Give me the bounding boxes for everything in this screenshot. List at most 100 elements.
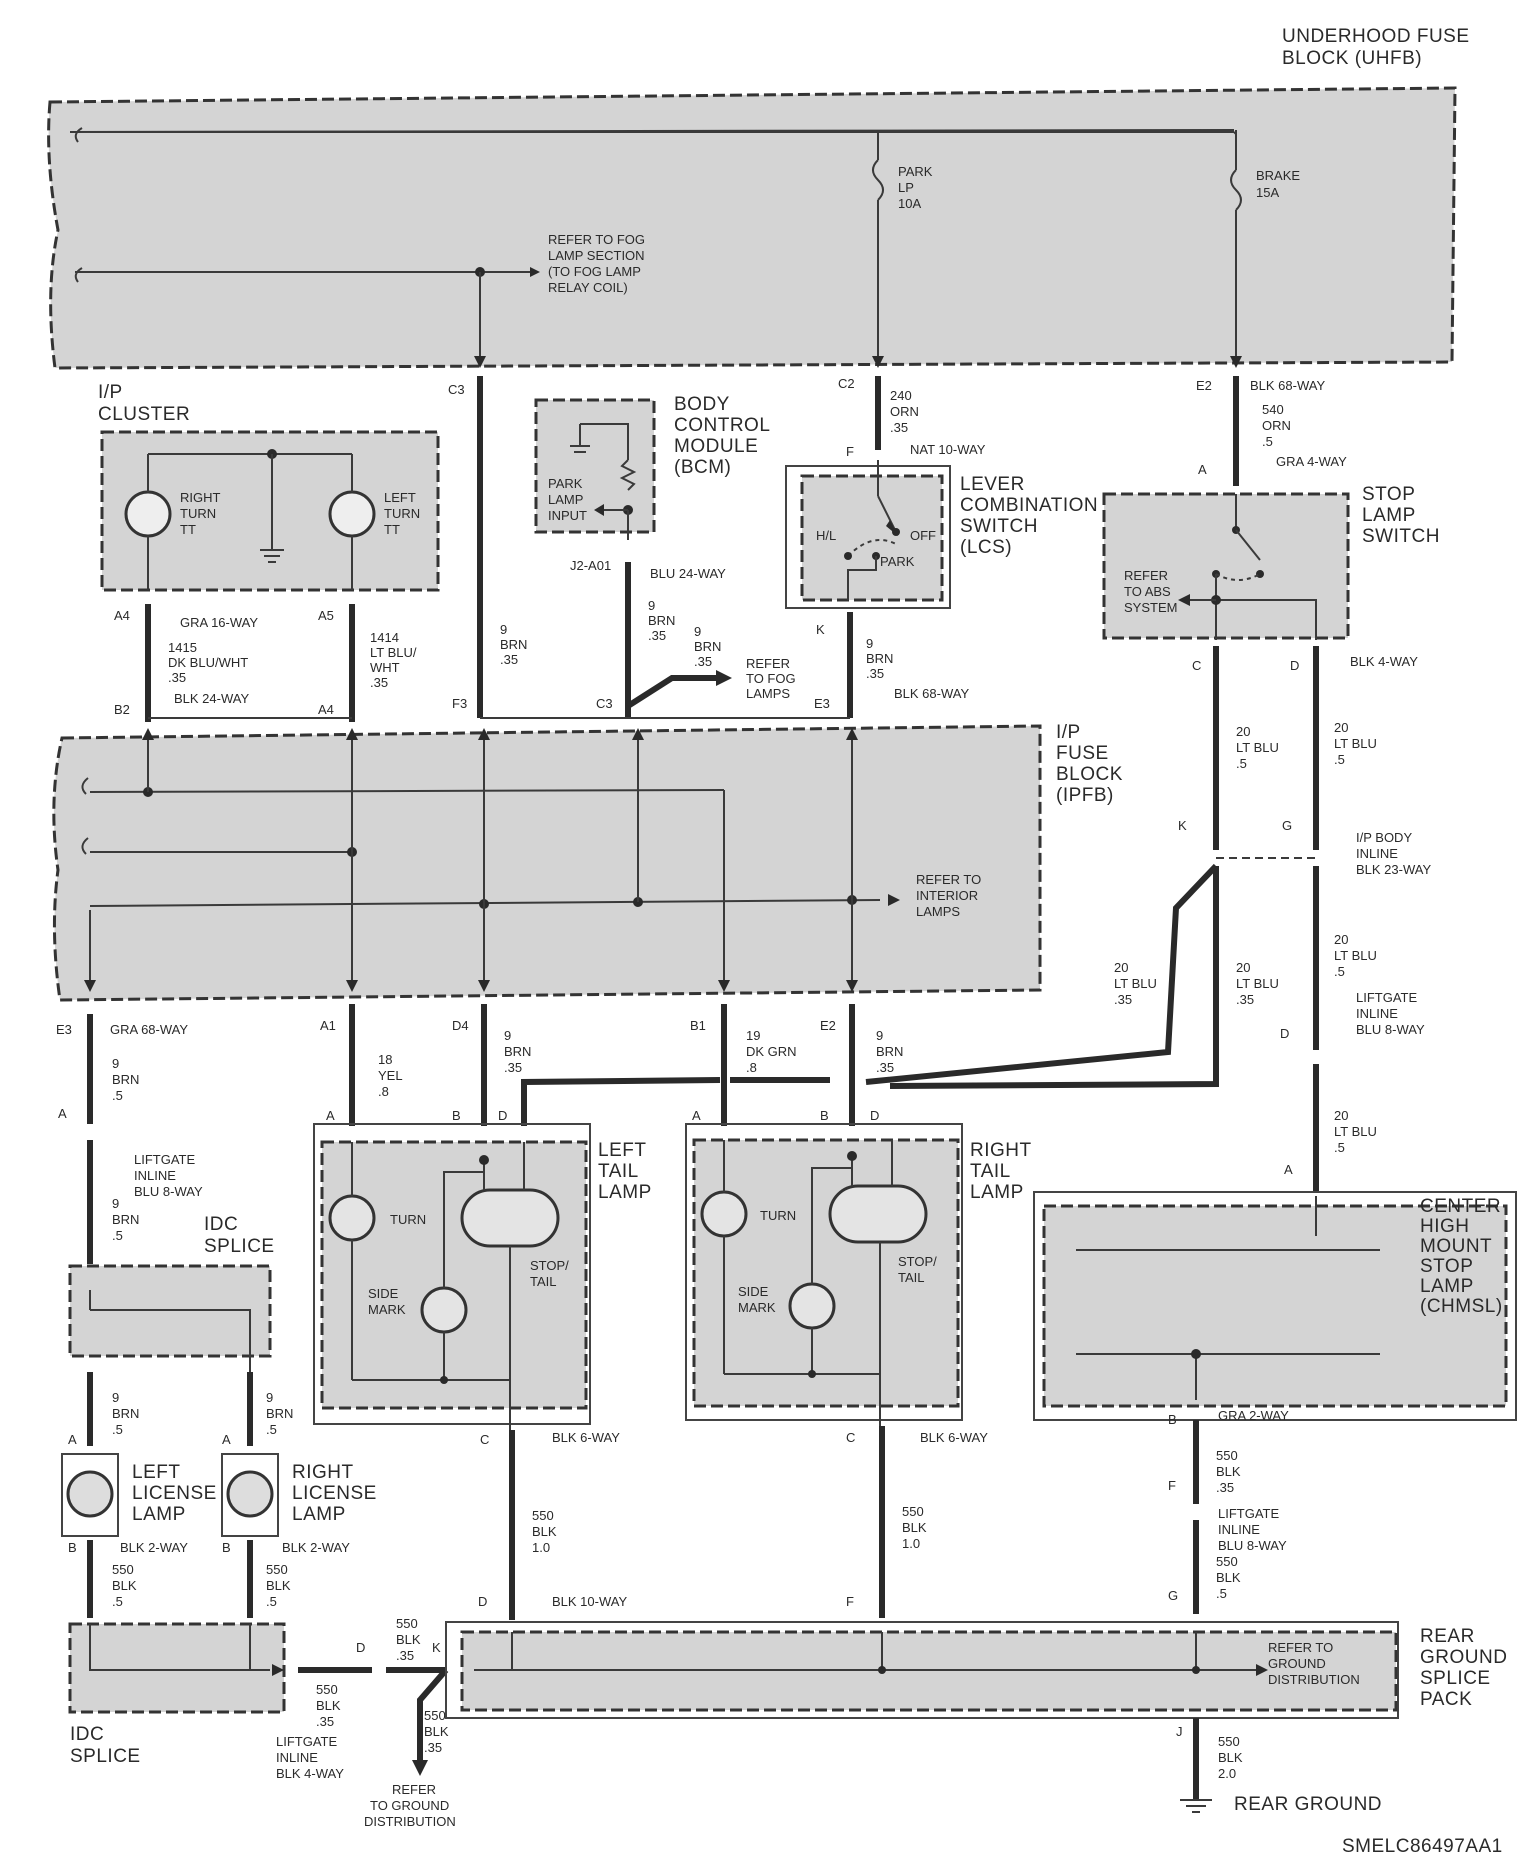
left-license-3: LAMP xyxy=(132,1504,186,1525)
lcs-label-1: LEVER xyxy=(960,474,1025,495)
w550-gnd-2: BLK xyxy=(1218,1750,1243,1765)
w9-lcs-2: BRN xyxy=(866,651,893,666)
w540-3: .5 xyxy=(1262,434,1273,449)
interior-ref-1: REFER TO xyxy=(916,872,981,887)
pin-lic-b-r: B xyxy=(222,1540,231,1555)
pin-lg-a: A xyxy=(58,1106,67,1121)
w18-1: 18 xyxy=(378,1052,392,1067)
liftgate-b-1: LIFTGATE xyxy=(1356,990,1417,1005)
left-turn-1: LEFT xyxy=(384,490,416,505)
liftgate-1: LIFTGATE xyxy=(134,1152,195,1167)
w1414-1: 1414 xyxy=(370,630,399,645)
pin-lt-d: D xyxy=(498,1108,507,1123)
w550-chm-2: BLK xyxy=(1216,1464,1241,1479)
gnd-ref2-3: DISTRIBUTION xyxy=(364,1814,456,1829)
conn-blk2-l: BLK 2-WAY xyxy=(120,1540,188,1555)
w550-down-2: BLK xyxy=(424,1724,449,1739)
w550-lic-r-3: .5 xyxy=(266,1594,277,1609)
pin-rt-c: C xyxy=(846,1430,855,1445)
w9-lcs-3: .35 xyxy=(866,666,884,681)
pin-lt-a: A xyxy=(326,1108,335,1123)
left-tail-2: TAIL xyxy=(598,1161,639,1182)
w240-3: .35 xyxy=(890,420,908,435)
left-license-bulb-icon xyxy=(66,1470,114,1518)
right-license-2: LICENSE xyxy=(292,1483,377,1504)
left-turn-2: TURN xyxy=(384,506,420,521)
w20-c-2: LT BLU xyxy=(1236,740,1279,755)
w19-2: DK GRN xyxy=(746,1044,797,1059)
w20-l35-1: 20 xyxy=(1114,960,1128,975)
pin-c3-top: C3 xyxy=(448,382,465,397)
right-tail-1: RIGHT xyxy=(970,1140,1032,1161)
pin-chmsl-b: B xyxy=(1168,1412,1177,1427)
chmsl-1: CENTER xyxy=(1420,1196,1501,1217)
rt-stop-2: TAIL xyxy=(898,1270,925,1285)
underhood-fuse-block: UNDERHOOD FUSE BLOCK (UHFB) PARK LP 10A … xyxy=(47,26,1469,370)
w19-1: 19 xyxy=(746,1028,760,1043)
w550-idc-2: BLK xyxy=(316,1698,341,1713)
w550-lg-3: .5 xyxy=(1216,1586,1227,1601)
bcm-label-4: (BCM) xyxy=(674,457,731,478)
w20-r5-2: LT BLU xyxy=(1334,948,1377,963)
pin-d-lg4: D xyxy=(356,1640,365,1655)
left-tail-1: LEFT xyxy=(598,1140,646,1161)
right-turn-1: RIGHT xyxy=(180,490,221,505)
w20-a-1: 20 xyxy=(1334,1108,1348,1123)
pin-b1: B1 xyxy=(690,1018,706,1033)
fog-ref-1: REFER TO FOG xyxy=(548,232,645,247)
fog-ref-3: (TO FOG LAMP xyxy=(548,264,641,279)
fog-lamps-ref-1: REFER xyxy=(746,656,790,671)
w240-2: ORN xyxy=(890,404,919,419)
rear-ground-label: REAR GROUND xyxy=(1234,1794,1382,1815)
conn-gra16: GRA 16-WAY xyxy=(180,615,258,630)
w9-fog-3: .35 xyxy=(694,654,712,669)
ip-cluster: I/P CLUSTER RIGHT TURN TT LEFT TURN TT A… xyxy=(98,382,440,717)
w20-a-3: .5 xyxy=(1334,1140,1345,1155)
w9-lcs-1: 9 xyxy=(866,636,873,651)
w540-2: ORN xyxy=(1262,418,1291,433)
lever-combination-switch: C2 240 ORN .35 F NAT 10-WAY H/L OFF PARK… xyxy=(785,376,1098,711)
left-tail-box xyxy=(320,1140,588,1410)
right-turn-2: TURN xyxy=(180,506,216,521)
w19-3: .8 xyxy=(746,1060,757,1075)
left-stoptail-bulb-icon xyxy=(460,1188,560,1248)
w550-lt-2: BLK xyxy=(532,1524,557,1539)
liftgate-b-2: INLINE xyxy=(1356,1006,1398,1021)
w550-lic-l-3: .5 xyxy=(112,1594,123,1609)
w550-gnd-1: 550 xyxy=(1218,1734,1240,1749)
rear-ground-splice-pack: D BLK 10-WAY F REFER TO GROUND DISTRIBUT… xyxy=(445,1594,1507,1815)
w9-lic-r-2: BRN xyxy=(266,1406,293,1421)
park-input-3: INPUT xyxy=(548,508,587,523)
conn-gra2: GRA 2-WAY xyxy=(1218,1408,1289,1423)
w9-bcm-2: BRN xyxy=(648,613,675,628)
w9-bcm-3: .35 xyxy=(648,628,666,643)
body-control-module: PARK LAMP INPUT BODY CONTROL MODULE (BCM… xyxy=(534,394,796,701)
conn-blk24: BLK 24-WAY xyxy=(174,691,249,706)
pin-a1: A1 xyxy=(320,1018,336,1033)
w20-l35-2: LT BLU xyxy=(1114,976,1157,991)
pin-a4-top: A4 xyxy=(114,608,130,623)
w240-1: 240 xyxy=(890,388,912,403)
pin-e2-bot: E2 xyxy=(820,1018,836,1033)
bcm-label-2: CONTROL xyxy=(674,415,770,436)
lt-turn: TURN xyxy=(390,1212,426,1227)
lower-left-wiring: E3 GRA 68-WAY 9 BRN .5 A LIFTGATE INLINE… xyxy=(56,1014,456,1829)
w550-down-3: .35 xyxy=(424,1740,442,1755)
lcs-box xyxy=(800,474,944,602)
w20-d-3: .5 xyxy=(1334,752,1345,767)
conn-gra68: GRA 68-WAY xyxy=(110,1022,188,1037)
ipbody-1: I/P BODY xyxy=(1356,830,1412,845)
pin-d-stop: D xyxy=(1290,658,1299,673)
chmsl: CENTER HIGH MOUNT STOP LAMP (CHMSL) B GR… xyxy=(1033,1191,1517,1614)
rt-side-1: SIDE xyxy=(738,1284,769,1299)
park-input-2: LAMP xyxy=(548,492,583,507)
pin-c-stop: C xyxy=(1192,658,1201,673)
w9-d4-2: BRN xyxy=(504,1044,531,1059)
ip-fuse-block: REFER TO INTERIOR LAMPS I/P FUSE BLOCK (… xyxy=(52,722,1122,1002)
right-tail-3: LAMP xyxy=(970,1182,1024,1203)
liftgate-c-1: LIFTGATE xyxy=(1218,1506,1279,1521)
w9-fog-1: 9 xyxy=(694,624,701,639)
w9-lic-r-3: .5 xyxy=(266,1422,277,1437)
w550-gnd-3: 2.0 xyxy=(1218,1766,1236,1781)
park-fuse-3: 10A xyxy=(898,196,921,211)
